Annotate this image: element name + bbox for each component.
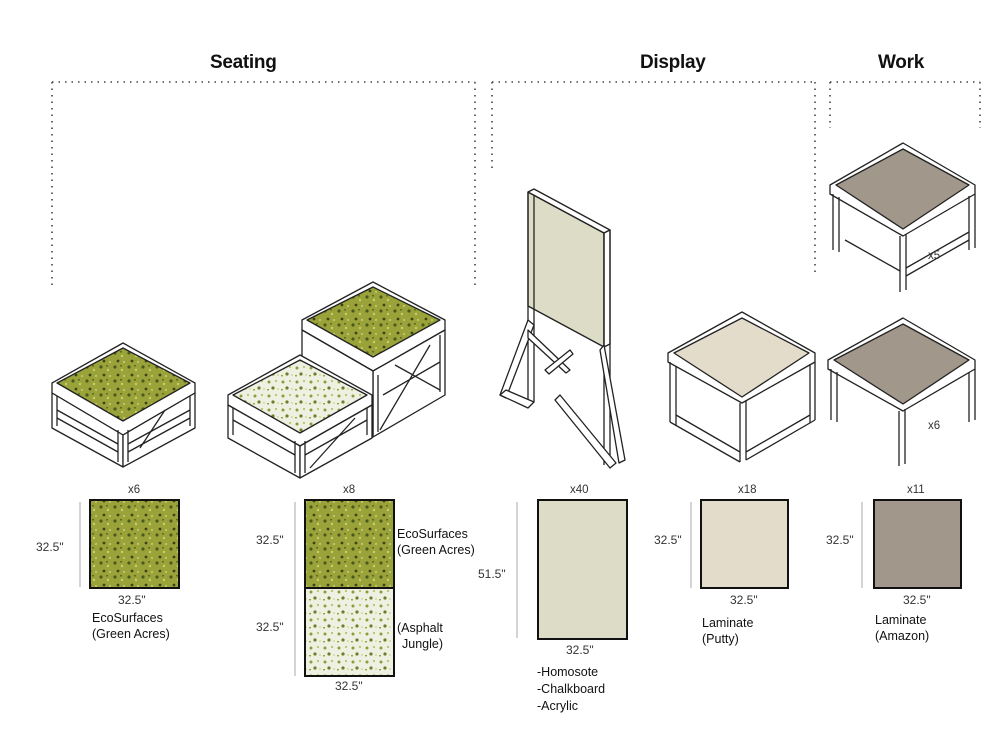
swatch-amazon xyxy=(873,499,962,589)
swatch-green-acres-stepped xyxy=(304,499,395,589)
quantity-seating-single: x6 xyxy=(128,484,141,496)
dim-w1-bottom: 32.5" xyxy=(903,593,931,607)
quantity-display-table: x18 xyxy=(738,484,757,496)
dim-d1-bottom: 32.5" xyxy=(566,643,594,657)
label-d1-line2: -Chalkboard xyxy=(537,682,606,696)
quantity-display-board: x40 xyxy=(570,484,589,496)
swatch-asphalt-jungle xyxy=(304,587,395,677)
seating-table-single xyxy=(51,342,196,468)
quantity-seating-stepped: x8 xyxy=(343,484,356,496)
dim-d2-bottom: 32.5" xyxy=(730,593,758,607)
quantity-work-lower: x6 xyxy=(928,420,941,432)
header-seating: Seating xyxy=(210,52,277,73)
zone-bracket-work xyxy=(829,81,981,128)
dim-d2-side: 32.5" xyxy=(654,533,682,547)
label-s1-line2: (Green Acres) xyxy=(92,627,170,641)
zone-bracket-seating xyxy=(51,81,476,285)
work-table-upper xyxy=(829,142,976,292)
header-display: Display xyxy=(640,52,706,73)
dim-s1-side: 32.5" xyxy=(36,540,64,554)
quantity-work: x11 xyxy=(907,484,925,496)
label-s2-top-line2: (Green Acres) xyxy=(397,543,475,557)
seating-table-low xyxy=(227,354,373,479)
label-s1-line1: EcoSurfaces xyxy=(92,611,163,625)
swatch-green-acres-single xyxy=(89,499,180,589)
dim-s2-bottom: 32.5" xyxy=(335,679,363,693)
label-w1-line2: (Amazon) xyxy=(875,629,930,643)
display-table xyxy=(667,311,816,463)
display-board xyxy=(499,188,626,469)
label-s2-top-line1: EcoSurfaces xyxy=(397,527,468,541)
dimension-lines xyxy=(79,502,863,676)
header-work: Work xyxy=(878,52,924,73)
label-s2-bot-line2: Jungle) xyxy=(402,637,443,651)
dim-s2-side-top: 32.5" xyxy=(256,533,284,547)
label-d2-line1: Laminate xyxy=(702,616,754,630)
swatch-putty xyxy=(700,499,789,589)
label-d1-line3: -Acrylic xyxy=(537,699,578,713)
swatch-display-board xyxy=(537,499,628,640)
label-s2-bot-line1: (Asphalt xyxy=(397,621,443,635)
dim-w1-side: 32.5" xyxy=(826,533,854,547)
dim-s2-side-bottom: 32.5" xyxy=(256,620,284,634)
label-w1-line1: Laminate xyxy=(875,613,927,627)
dim-s1-bottom: 32.5" xyxy=(118,593,146,607)
quantity-work-upper: x5 xyxy=(928,250,941,262)
dim-d1-side: 51.5" xyxy=(478,567,506,581)
work-table-lower xyxy=(827,317,976,466)
label-d2-line2: (Putty) xyxy=(702,632,739,646)
label-d1-line1: -Homosote xyxy=(537,665,599,679)
